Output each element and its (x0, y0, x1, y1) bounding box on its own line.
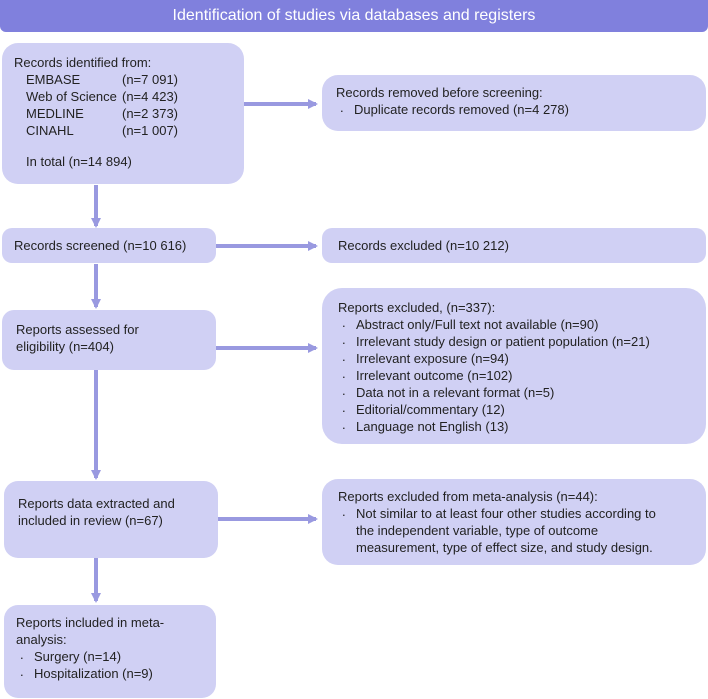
identified-total: In total (n=14 894) (26, 154, 132, 169)
list-item: Surgery (n=14) (16, 646, 204, 665)
source-count: (n=1 007) (122, 123, 179, 138)
included-line2: analysis: (16, 632, 67, 647)
assessed-line2: eligibility (n=404) (16, 339, 114, 354)
source-name: Web of Science (26, 89, 117, 104)
identified-heading: Records identified from: (14, 55, 152, 70)
source-count: (n=7 091) (122, 72, 179, 87)
list-item: Editorial/commentary (12) (338, 399, 690, 418)
source-name: CINAHL (26, 123, 74, 138)
list-item: Abstract only/Full text not available (n… (338, 314, 690, 333)
screened-label: Records screened (n=10 616) (14, 238, 187, 253)
reports-assessed-box: Reports assessed for eligibility (n=404) (2, 310, 216, 370)
extracted-line2: included in review (n=67) (18, 513, 163, 528)
bullet-icon: . (342, 504, 346, 519)
source-row: CINAHL (n=1 007) (26, 122, 232, 139)
reports-excluded-box: Reports excluded, (n=337): Abstract only… (322, 288, 706, 444)
meta-excluded-line: measurement, type of effect size, and st… (356, 540, 653, 555)
list-item: Hospitalization (n=9) (16, 663, 204, 682)
list-item: Irrelevant outcome (n=102) (338, 365, 690, 384)
records-excluded-box: Records excluded (n=10 212) (322, 228, 706, 263)
records-screened-box: Records screened (n=10 616) (2, 228, 216, 263)
source-name: EMBASE (26, 72, 81, 87)
source-row: Web of Science (n=4 423) (26, 88, 232, 105)
meta-excluded-line: Not similar to at least four other studi… (356, 506, 656, 521)
extracted-line1: Reports data extracted and (18, 496, 175, 511)
meta-excluded-heading: Reports excluded from meta-analysis (n=4… (338, 489, 598, 504)
records-removed-box: Records removed before screening: Duplic… (322, 75, 706, 131)
list-item: Data not in a relevant format (n=5) (338, 382, 690, 401)
diagram-header: Identification of studies via databases … (0, 0, 708, 32)
reports-excluded-heading: Reports excluded, (n=337): (338, 300, 496, 315)
meta-excluded-box: Reports excluded from meta-analysis (n=4… (322, 479, 706, 565)
meta-excluded-line: the independent variable, type of outcom… (356, 523, 599, 538)
source-row: EMBASE (n=7 091) (26, 71, 232, 88)
header-title: Identification of studies via databases … (172, 7, 536, 24)
list-item: Duplicate records removed (n=4 278) (336, 99, 692, 118)
reports-extracted-box: Reports data extracted and included in r… (4, 481, 218, 558)
source-count: (n=4 423) (122, 89, 179, 104)
excluded-label: Records excluded (n=10 212) (338, 238, 509, 253)
removed-heading: Records removed before screening: (336, 85, 543, 100)
included-line1: Reports included in meta- (16, 615, 165, 630)
list-item: Irrelevant exposure (n=94) (338, 348, 690, 367)
reports-included-box: Reports included in meta- analysis: Surg… (4, 605, 216, 698)
assessed-line1: Reports assessed for (16, 322, 139, 337)
records-identified-box: Records identified from: EMBASE (n=7 091… (2, 43, 244, 184)
list-item: Irrelevant study design or patient popul… (338, 331, 690, 350)
source-count: (n=2 373) (122, 106, 179, 121)
source-name: MEDLINE (26, 106, 84, 121)
list-item: Language not English (13) (338, 416, 690, 435)
source-row: MEDLINE (n=2 373) (26, 105, 232, 122)
